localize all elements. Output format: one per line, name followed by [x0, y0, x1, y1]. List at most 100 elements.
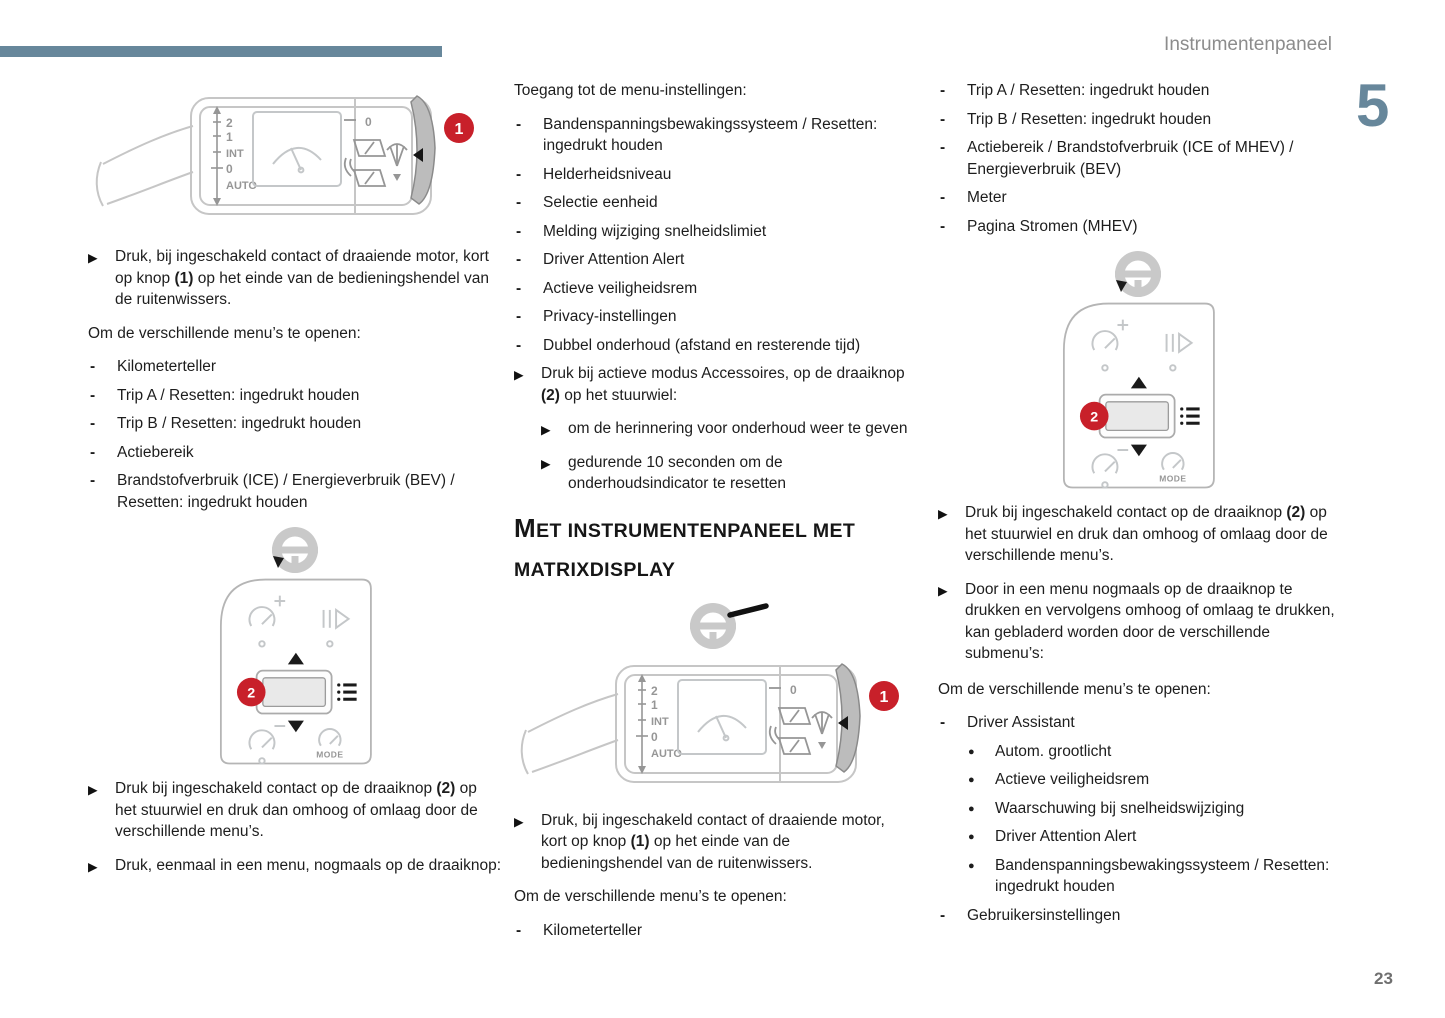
wiper-speed-scale: [211, 106, 223, 206]
wheel-pad-svg: MODE 2: [1062, 302, 1215, 489]
speed-plus-icon: [248, 595, 286, 648]
list-item: -Trip A / Resetten: ingedrukt houden: [90, 386, 360, 404]
arrow-marker: ▶: [541, 456, 551, 471]
up-arrow-icon: [1130, 376, 1147, 389]
matrix-stalk-illustration: 2 1 INT 0 AUTO: [514, 596, 912, 802]
svg-text:AUTO: AUTO: [651, 748, 682, 760]
front-wiper-icon: [252, 111, 342, 187]
wheel-pointer: [273, 556, 284, 568]
callout-1: 1: [869, 680, 899, 711]
svg-text:1: 1: [651, 698, 658, 712]
callout-2: 2: [1079, 401, 1109, 431]
list-item: -Actiebereik: [90, 443, 194, 461]
menu-list: -Driver Assistant ●Autom. grootlicht ●Ac…: [938, 712, 1338, 926]
column-middle: Toegang tot de menu-instellingen: -Bande…: [514, 80, 912, 948]
scale-label-2: 2: [226, 116, 233, 130]
instruction-reset-maintenance: ▶gedurende 10 seconden om de onderhoudsi…: [541, 453, 787, 493]
svg-text:1: 1: [455, 121, 464, 138]
column-right: -Trip A / Resetten: ingedrukt houden -Tr…: [938, 80, 1338, 933]
rear-zero-label: 0: [365, 115, 372, 129]
steering-wheel-icon: [272, 527, 318, 573]
wiper-stalk-svg: 2 1 INT 0 AUTO: [95, 95, 474, 215]
wiper-stalk-svg: 2 1 INT 0 AUTO: [520, 662, 899, 783]
list-item: -Kilometerteller: [516, 921, 643, 939]
svg-text:2: 2: [1090, 409, 1098, 425]
instruction-press-knob2: ▶Druk bij ingeschakeld contact op de dra…: [88, 780, 478, 840]
down-arrow-icon: [1130, 444, 1147, 457]
arrow-marker: ▶: [514, 814, 524, 829]
stalk-arm: [520, 729, 529, 774]
list-item: -Privacy-instellingen: [516, 308, 677, 325]
svg-text:2: 2: [247, 685, 255, 701]
arrow-marker: ▶: [88, 859, 98, 874]
list-item: -Pagina Stromen (MHEV): [940, 217, 1138, 235]
list-item: -Trip A / Resetten: ingedrukt houden: [940, 82, 1210, 99]
stalk-end-button: [410, 95, 436, 205]
wiper-stalk-illustration: 2 1 INT 0 AUTO: [88, 84, 502, 234]
arrow-marker: ▶: [88, 783, 98, 797]
list-item: -Driver Assistant: [940, 714, 1075, 731]
svg-text:0: 0: [790, 683, 797, 697]
instruction-press-knob2: ▶Druk bij ingeschakeld contact op de dra…: [938, 504, 1328, 564]
instruction-press-button1: ▶Druk, bij ingeschakeld contact of draai…: [88, 248, 490, 308]
open-menus-intro: Om de verschillende menu’s te openen:: [938, 680, 1211, 698]
stalk-arm: [95, 161, 104, 207]
front-wash-icon: [386, 143, 408, 181]
list-item: -Actiebereik / Brandstofverbruik (ICE of…: [940, 139, 1294, 178]
pause-resume-icon: [322, 608, 351, 648]
mode-icon: [1161, 452, 1185, 471]
section-heading-matrixdisplay: MET INSTRUMENTENPANEEL MET MATRIXDISPLAY: [514, 512, 856, 581]
chapter-number: 5: [1356, 72, 1391, 139]
scroll-roller: [255, 669, 333, 715]
scale-label-0: 0: [226, 162, 233, 176]
column-left: 2 1 INT 0 AUTO: [88, 80, 502, 888]
callout-1: 1: [444, 113, 474, 143]
speed-plus-icon: [1091, 319, 1129, 372]
up-arrow-icon: [287, 652, 304, 665]
scroll-roller: [1098, 393, 1176, 439]
wheel-pad-illustration: MODE 2: [88, 520, 502, 768]
wheel-pointer: [1116, 280, 1127, 292]
menu-list: -Trip A / Resetten: ingedrukt houden -Tr…: [938, 80, 1338, 237]
list-item: -Actieve veiligheidsrem: [516, 279, 698, 297]
instruction-press-again: ▶Druk, eenmaal in een menu, nogmaals op …: [88, 855, 502, 877]
svg-text:1: 1: [880, 689, 889, 706]
menu-list: -Kilometerteller: [514, 920, 912, 942]
list-item: -Dubbel onderhoud (afstand en resterende…: [516, 336, 861, 354]
menu-list: -Kilometerteller -Trip A / Resetten: ing…: [88, 356, 502, 513]
down-arrow-icon: [287, 720, 304, 733]
rear-wiper-icons: [768, 686, 812, 755]
button-triangle: [413, 148, 423, 162]
rear-wiper-icons: [343, 119, 387, 187]
menu-list-icon: [337, 683, 357, 701]
instruction-show-maintenance: ▶om de herinnering voor onderhoud weer t…: [541, 418, 912, 440]
wheel-pad-illustration: MODE 2: [938, 244, 1338, 492]
sub-list-item: ●Bandenspanningsbewakingssysteem / Reset…: [968, 856, 1330, 896]
steering-wheel-icon: [1115, 251, 1161, 297]
list-item: -Gebruikersinstellingen: [940, 906, 1121, 924]
arrow-marker: ▶: [541, 423, 551, 437]
sub-list-item: ●Autom. grootlicht: [968, 742, 1112, 760]
running-header: Instrumentenpaneel: [1164, 34, 1332, 55]
svg-text:2: 2: [651, 684, 658, 698]
arrow-marker: ▶: [88, 251, 98, 265]
menu-list-icon: [1180, 407, 1200, 425]
list-item: -Selectie eenheid: [516, 194, 658, 211]
list-item: -Brandstofverbruik (ICE) / Energieverbru…: [90, 472, 455, 511]
scale-label-1: 1: [226, 130, 233, 144]
stalk-pointer-line: [727, 602, 769, 618]
list-item: -Meter: [940, 189, 1007, 206]
list-item: -Melding wijziging snelheidslimiet: [516, 222, 767, 240]
arrow-marker: ▶: [938, 507, 948, 521]
scale-label-auto: AUTO: [226, 180, 257, 192]
list-item: -Trip B / Resetten: ingedrukt houden: [940, 110, 1212, 128]
settings-list: -Bandenspanningsbewakingssysteem / Reset…: [514, 114, 912, 357]
mode-icon: [318, 728, 342, 747]
front-wash-icon: [811, 710, 833, 749]
open-menus-intro: Om de verschillende menu’s te openen:: [514, 888, 787, 905]
svg-text:INT: INT: [651, 716, 669, 728]
list-item: -Kilometerteller: [90, 358, 217, 375]
steering-wheel-icon: [690, 602, 769, 649]
instruction-browse-submenus: ▶Door in een menu nogmaals op de draaikn…: [938, 580, 1335, 663]
